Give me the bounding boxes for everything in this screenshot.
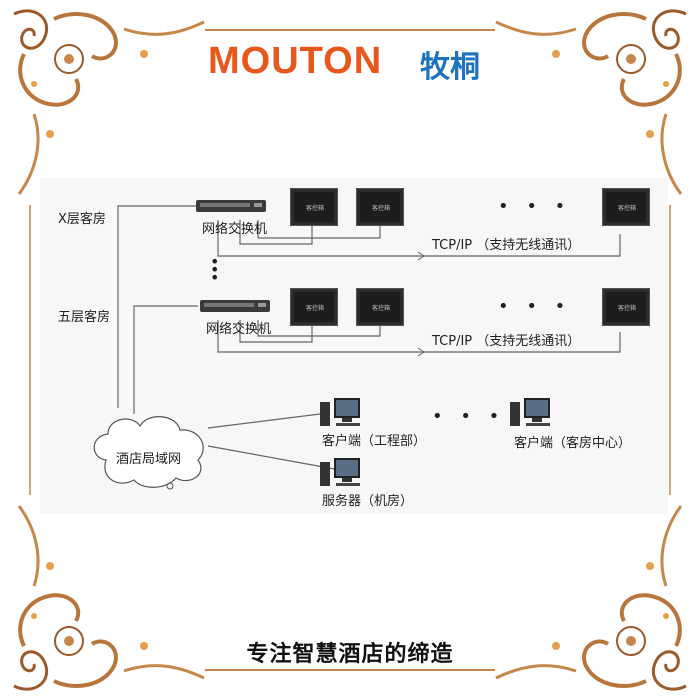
client-label-housekeeping: 客户端（客房中心） (514, 436, 632, 451)
floor-label-5: 五层客房 (58, 310, 111, 325)
diagram-lines (117, 205, 621, 471)
network-diagram: X层客房 五层客房 网络交换机 网络交换机 ••• 客控箱 客控箱 • • • … (40, 178, 668, 514)
footer-slogan: 专注智慧酒店的缔造 (246, 641, 454, 667)
desktop-computer-icon (320, 458, 360, 486)
logo-english: MOUTON (208, 40, 383, 82)
control-panel-icon: 客控箱 (290, 188, 338, 226)
floor-label-x: X层客房 (58, 212, 106, 227)
desktop-computer-icon (510, 398, 550, 426)
cloud-icon (93, 416, 204, 490)
network-switch-icon (196, 200, 266, 212)
control-panel-icon: 客控箱 (602, 288, 650, 326)
switch-label-5: 网络交换机 (206, 322, 272, 337)
desktop-computer-icon (320, 398, 360, 426)
control-panel-icon: 客控箱 (290, 288, 338, 326)
server-label: 服务器（机房） (322, 494, 414, 509)
lan-label: 酒店局域网 (116, 452, 182, 467)
ornament-top-left (12, 8, 206, 197)
logo-chinese: 牧桐 (420, 50, 480, 85)
control-panel-icon: 客控箱 (602, 188, 650, 226)
panel-ellipsis: • • • (498, 296, 572, 317)
control-panel-icon: 客控箱 (356, 288, 404, 326)
ornament-top-right (494, 8, 688, 197)
switch-label-x: 网络交换机 (202, 222, 268, 237)
network-switch-icon (200, 300, 270, 312)
vertical-ellipsis: ••• (210, 252, 220, 287)
protocol-label-x: TCP/IP （支持无线通讯） (432, 238, 581, 253)
brand-logo: MOUTON 牧桐 (208, 40, 498, 88)
protocol-label-5: TCP/IP （支持无线通讯） (432, 334, 581, 349)
clients-ellipsis: • • • (432, 406, 506, 427)
client-label-engineering: 客户端（工程部） (322, 434, 427, 449)
panel-ellipsis: • • • (498, 196, 572, 217)
control-panel-icon: 客控箱 (356, 188, 404, 226)
